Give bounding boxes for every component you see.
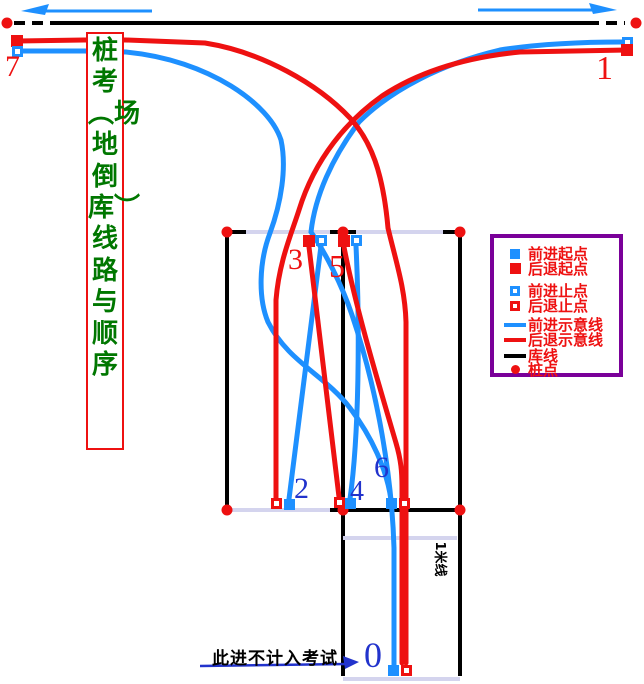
pole-dot-bottom-right xyxy=(454,504,466,516)
legend-label: 前进起点 xyxy=(528,245,589,263)
reverse-stop-point-2 xyxy=(271,498,282,509)
reverse-start-swatch-icon xyxy=(502,263,528,274)
forward-start-point-0 xyxy=(388,665,399,676)
legend-label: 后退示意线 xyxy=(528,331,604,349)
legend-row-reverse-line: 后退示意线 xyxy=(502,331,604,349)
forward-start-point-2 xyxy=(284,499,295,510)
route-reverse-5-to-6 xyxy=(341,244,405,666)
reverse-stop-point-6 xyxy=(399,498,410,509)
legend-row-forward-start: 前进起点 xyxy=(502,245,589,263)
marker-label-7: 7 xyxy=(5,50,20,83)
marker-label-6: 6 xyxy=(374,451,389,484)
legend-row-forward-line: 前进示意线 xyxy=(502,316,604,334)
route-reverse-7-to-0 xyxy=(15,37,409,666)
course-title: 桩考︵场地倒库︶线路与顺序 xyxy=(86,32,140,450)
legend-row-pole-point: 桩点 xyxy=(502,361,559,379)
route-forward-4-to-5 xyxy=(347,243,361,502)
legend-label: 前进示意线 xyxy=(528,316,604,334)
entry-not-counted-note: 此进不计入考试 xyxy=(212,649,338,669)
reverse-line-swatch-icon xyxy=(502,337,528,342)
reverse-start-point-7 xyxy=(11,35,23,47)
pole-dot-road-right xyxy=(630,17,642,29)
legend-label: 库线 xyxy=(528,347,559,365)
marker-label-3: 3 xyxy=(288,243,303,276)
legend-row-reverse-start: 后退起点 xyxy=(502,260,589,278)
legend-row-reverse-stop: 后退止点 xyxy=(502,297,589,315)
reverse-stop-swatch-icon xyxy=(502,300,528,311)
pole-dot-bottom-left xyxy=(221,504,233,516)
reverse-start-point-5 xyxy=(338,235,350,247)
one-meter-line-label: 1米线 xyxy=(432,541,447,577)
forward-line-swatch-icon xyxy=(502,322,528,327)
forward-start-swatch-icon xyxy=(502,248,528,259)
route-reverse-3-to-4 xyxy=(306,244,342,500)
marker-label-1: 1 xyxy=(596,50,613,87)
marker-label-2: 2 xyxy=(294,472,309,505)
pole-dot-road-left xyxy=(1,17,13,29)
forward-start-point-6 xyxy=(386,498,397,509)
forward-stop-point-3 xyxy=(316,235,327,246)
legend-panel: 前进起点 后退起点 前进止点 后退止点 前进示意线 后退示意线 库线 桩点 xyxy=(490,234,623,379)
marker-label-5: 5 xyxy=(329,248,345,284)
route-forward-0-to-1 xyxy=(308,39,625,669)
forward-stop-point-5 xyxy=(351,235,362,246)
route-reverse-1-to-2 xyxy=(273,47,630,502)
legend-row-garage-line: 库线 xyxy=(502,347,559,365)
legend-label: 前进止点 xyxy=(528,282,589,300)
flow-arrow-right-icon xyxy=(478,3,617,14)
route-forward-6-to-7 xyxy=(19,48,394,503)
flow-arrow-left-icon xyxy=(21,4,152,15)
forward-stop-swatch-icon xyxy=(502,285,528,296)
reverse-stop-point-0 xyxy=(401,665,412,676)
reverse-start-point-3 xyxy=(303,235,315,247)
marker-label-0: 0 xyxy=(364,635,382,675)
legend-label: 桩点 xyxy=(528,361,559,379)
legend-label: 后退止点 xyxy=(528,297,589,315)
reverse-start-point-1 xyxy=(621,44,633,56)
legend-label: 后退起点 xyxy=(528,260,589,278)
forward-stop-point-7 xyxy=(12,46,23,57)
pole-dot-top-middle xyxy=(337,226,349,238)
forward-start-point-4 xyxy=(345,498,356,509)
reverse-stop-point-4 xyxy=(334,497,345,508)
pole-dot-top-left xyxy=(221,226,233,238)
entry-note-pointer-arrow xyxy=(199,656,359,669)
legend-row-forward-stop: 前进止点 xyxy=(502,282,589,300)
pole-point-swatch-icon xyxy=(502,365,528,374)
marker-label-4: 4 xyxy=(350,476,364,507)
pole-dot-top-right xyxy=(454,226,466,238)
garage-line-swatch-icon xyxy=(502,353,528,358)
